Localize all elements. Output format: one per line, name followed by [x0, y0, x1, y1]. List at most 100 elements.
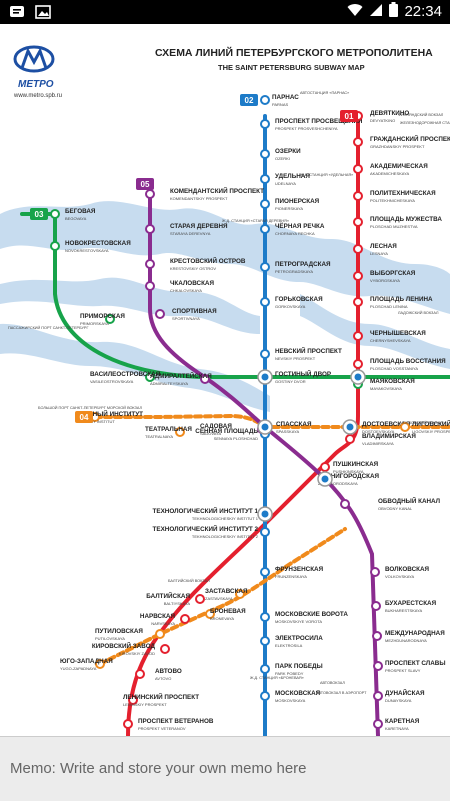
station-marker[interactable]	[155, 309, 165, 319]
station-marker[interactable]	[145, 372, 155, 382]
station-marker[interactable]	[260, 612, 270, 622]
station[interactable]: ТЕХНОЛОГИЧЕСКИЙ ИНСТИТУТ 1TEKHNOLOGICHES…	[153, 506, 270, 521]
station-marker[interactable]	[205, 609, 215, 619]
station-marker[interactable]	[128, 695, 138, 705]
memo-input[interactable]	[8, 747, 442, 789]
station-marker[interactable]	[260, 297, 270, 307]
station-marker[interactable]	[135, 669, 145, 679]
station-marker[interactable]	[260, 636, 270, 646]
station-marker[interactable]	[353, 217, 363, 227]
subway-map[interactable]: МЕТРО www.metro.spb.ru СХЕМА ЛИНИЙ ПЕТЕР…	[0, 24, 450, 736]
station-marker[interactable]	[260, 95, 270, 105]
station[interactable]: ТЕХНОЛОГИЧЕСКИЙ ИНСТИТУТ 2TEKHNOLOGICHES…	[153, 524, 270, 539]
station-marker[interactable]	[373, 691, 383, 701]
station-marker[interactable]	[260, 664, 270, 674]
station-marker[interactable]	[345, 434, 355, 444]
station-marker[interactable]	[353, 331, 363, 341]
station-marker[interactable]	[353, 191, 363, 201]
station-marker[interactable]	[260, 691, 270, 701]
station-marker[interactable]	[260, 567, 270, 577]
station-marker[interactable]	[353, 137, 363, 147]
station-marker[interactable]	[353, 297, 363, 307]
station-marker[interactable]	[371, 601, 381, 611]
station-marker[interactable]	[180, 614, 190, 624]
station-marker[interactable]	[260, 224, 270, 234]
station-marker[interactable]	[260, 349, 270, 359]
station[interactable]: ЛИГОВСКИЙ ПРОСПЕКТLIGOVSKIY PROSPEKT	[400, 419, 450, 434]
station-marker[interactable]	[373, 661, 383, 671]
station-marker[interactable]	[260, 174, 270, 184]
station-marker[interactable]	[145, 259, 155, 269]
station-marker[interactable]	[50, 241, 60, 251]
station-marker[interactable]	[235, 589, 245, 599]
station-marker[interactable]	[260, 262, 270, 272]
station-marker[interactable]	[50, 209, 60, 219]
station-marker[interactable]	[155, 629, 165, 639]
station-marker[interactable]	[200, 374, 210, 384]
station-marker[interactable]	[373, 719, 383, 729]
station-marker[interactable]	[353, 271, 363, 281]
station-marker[interactable]	[145, 189, 155, 199]
station-marker[interactable]	[353, 164, 363, 174]
station-marker[interactable]	[105, 314, 115, 324]
station-marker[interactable]	[353, 359, 363, 369]
station-marker[interactable]	[95, 659, 105, 669]
station-marker[interactable]	[175, 427, 185, 437]
station-marker[interactable]	[260, 527, 270, 537]
station-marker[interactable]	[145, 281, 155, 291]
station-marker[interactable]	[372, 631, 382, 641]
station-marker[interactable]	[195, 594, 205, 604]
station-marker[interactable]	[260, 149, 270, 159]
station-marker[interactable]	[320, 462, 330, 472]
station-marker[interactable]	[353, 244, 363, 254]
station-marker[interactable]	[370, 567, 380, 577]
station-marker[interactable]	[160, 644, 170, 654]
station-marker[interactable]	[145, 224, 155, 234]
